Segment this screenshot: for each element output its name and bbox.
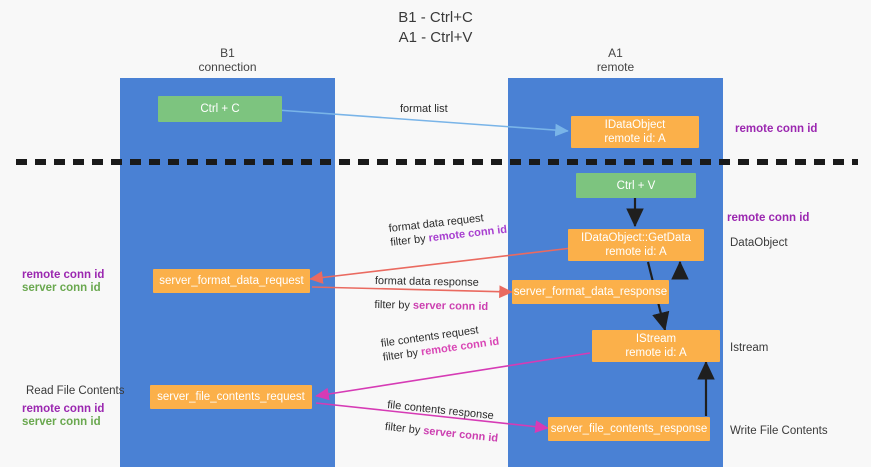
annotation-right-remote-conn-id-mid: remote conn id [727,212,810,224]
node-server-format-data-request[interactable]: server_format_data_request [153,269,310,293]
annotation-left-server-conn-id-bottom: server conn id [22,416,101,428]
filter-prefix: filter by [384,420,424,437]
filter-key-server-conn-id: server conn id [422,424,499,445]
filter-prefix: filter by [382,346,422,364]
filter-key-server-conn-id: server conn id [412,299,489,313]
annotation-left-remote-conn-id-mid: remote conn id [22,269,105,281]
node-ctrl-v[interactable]: Ctrl + V [576,173,696,198]
node-istream-line-2: remote id: A [625,347,687,359]
edge-label-format-data-request: format data request filter by remote con… [388,209,508,250]
filter-prefix: filter by [389,232,430,249]
edge-label-format-list-text: format list [400,103,448,115]
node-server-file-contents-response[interactable]: server_file_contents_response [548,417,710,441]
node-ctrl-c-label: Ctrl + C [200,103,240,115]
node-getdata-line-2: remote id: A [605,246,667,258]
page-title-line-2: A1 - Ctrl+V [398,29,473,46]
node-idataobject[interactable]: IDataObject remote id: A [571,116,699,148]
annotation-right-istream: Istream [730,342,769,354]
annotation-left-read-file-contents: Read File Contents [26,385,125,397]
column-header-b1: B1 connection [120,46,335,74]
node-ctrl-c[interactable]: Ctrl + C [158,96,282,122]
annotation-right-write-file-contents: Write File Contents [730,425,828,437]
annotation-left-remote-conn-id-bottom: remote conn id [22,403,105,415]
edge-label-file-contents-response-filter: filter by server conn id [384,420,499,446]
column-header-a1-subtitle: remote [596,60,635,74]
edge-label-format-data-response: format data response filter by server co… [374,274,488,314]
node-idataobject-getdata[interactable]: IDataObject::GetData remote id: A [568,229,704,261]
node-ctrl-v-label: Ctrl + V [616,179,656,192]
column-header-a1-name: A1 [608,46,623,60]
edge-label-format-data-response-filter: filter by server conn id [374,298,488,314]
annotation-right-remote-conn-id-top: remote conn id [735,123,818,135]
node-server-format-data-response-label: server_format_data_response [513,286,668,298]
annotation-right-dataobject: DataObject [730,237,788,249]
node-server-file-contents-request-label: server_file_contents_request [157,391,305,403]
node-istream[interactable]: IStream remote id: A [592,330,720,362]
column-header-b1-subtitle: connection [198,60,257,74]
node-server-file-contents-request[interactable]: server_file_contents_request [150,385,312,409]
node-idataobject-line-1: IDataObject [604,119,666,131]
edge-label-format-data-response-line-1: format data response [374,274,479,289]
column-header-a1: A1 remote [508,46,723,74]
node-server-format-data-response[interactable]: server_format_data_response [512,280,669,304]
edge-label-file-contents-request: file contents request filter by remote c… [380,321,500,365]
filter-prefix: filter by [374,298,414,312]
edge-label-format-list: format list [400,102,448,116]
edge-label-file-contents-response: file contents response filter by server … [384,398,501,446]
column-header-b1-name: B1 [220,46,235,60]
node-idataobject-line-2: remote id: A [604,133,666,145]
node-getdata-line-1: IDataObject::GetData [581,232,691,244]
annotation-left-server-conn-id-mid: server conn id [22,282,101,294]
node-server-format-data-request-label: server_format_data_request [159,275,304,287]
node-server-file-contents-response-label: server_file_contents_response [550,423,708,435]
page-title: B1 - Ctrl+C A1 - Ctrl+V [0,8,871,48]
node-istream-line-1: IStream [635,333,677,345]
edge-label-file-contents-response-line-1: file contents response [386,398,495,423]
page-title-line-1: B1 - Ctrl+C [398,9,473,26]
